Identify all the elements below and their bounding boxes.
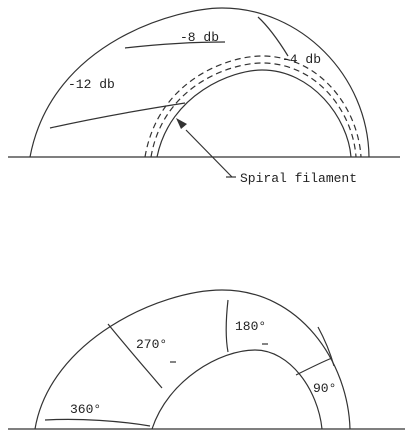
phase-line-360 (44, 418, 151, 427)
contour-label-minus-8: -8 db (180, 30, 219, 45)
contour-line-minus-4 (257, 16, 289, 57)
phase-label-180: 180° (235, 319, 266, 334)
contour-line-minus-8 (124, 41, 226, 49)
contour-label-minus-12: -12 db (68, 77, 115, 92)
bottom-inner-boundary (151, 349, 323, 430)
phase-line-180 (225, 299, 229, 353)
phase-label-90: 90° (313, 381, 336, 396)
spiral-filament-label: Spiral filament (240, 171, 357, 186)
phase-label-360: 360° (70, 402, 101, 417)
top-inner-boundary (156, 69, 352, 158)
phase-line-90-upper (295, 357, 333, 376)
spiral-filament-outer-dashed (144, 55, 362, 158)
phase-line-90-right (317, 326, 335, 367)
top-outer-boundary (29, 7, 370, 158)
spiral-filament-inner-dashed (150, 62, 357, 158)
contour-line-minus-12 (49, 102, 186, 129)
callout-leader-line (185, 129, 233, 178)
phase-line-270 (107, 323, 163, 389)
contour-label-minus-4: -4 db (282, 52, 321, 67)
callout-arrowhead (176, 118, 187, 129)
phase-diagram: 360° 270° 180° 90° (8, 289, 405, 430)
field-strength-diagram: -12 db -8 db -4 db Spiral filament (8, 7, 400, 186)
phase-label-270: 270° (136, 337, 167, 352)
